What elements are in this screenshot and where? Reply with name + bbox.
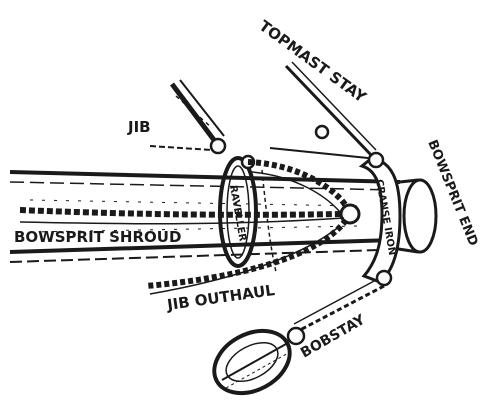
bowsprit-spar	[9, 170, 438, 263]
label-bowsprit-shroud: BOWSPRIT SHROUD	[14, 228, 181, 246]
label-bobstay: BOBSTAY	[298, 311, 369, 361]
bowsprit-shroud-rope	[19, 207, 345, 225]
topmast-stay	[269, 61, 377, 159]
jib-sail	[149, 79, 227, 155]
bobstay	[212, 279, 385, 396]
crane-iron-band	[339, 151, 402, 287]
label-jib: JIB	[127, 118, 151, 136]
jib-outhaul-rope	[145, 159, 349, 295]
label-jib-outhaul: JIB OUTHAUL	[165, 281, 276, 314]
